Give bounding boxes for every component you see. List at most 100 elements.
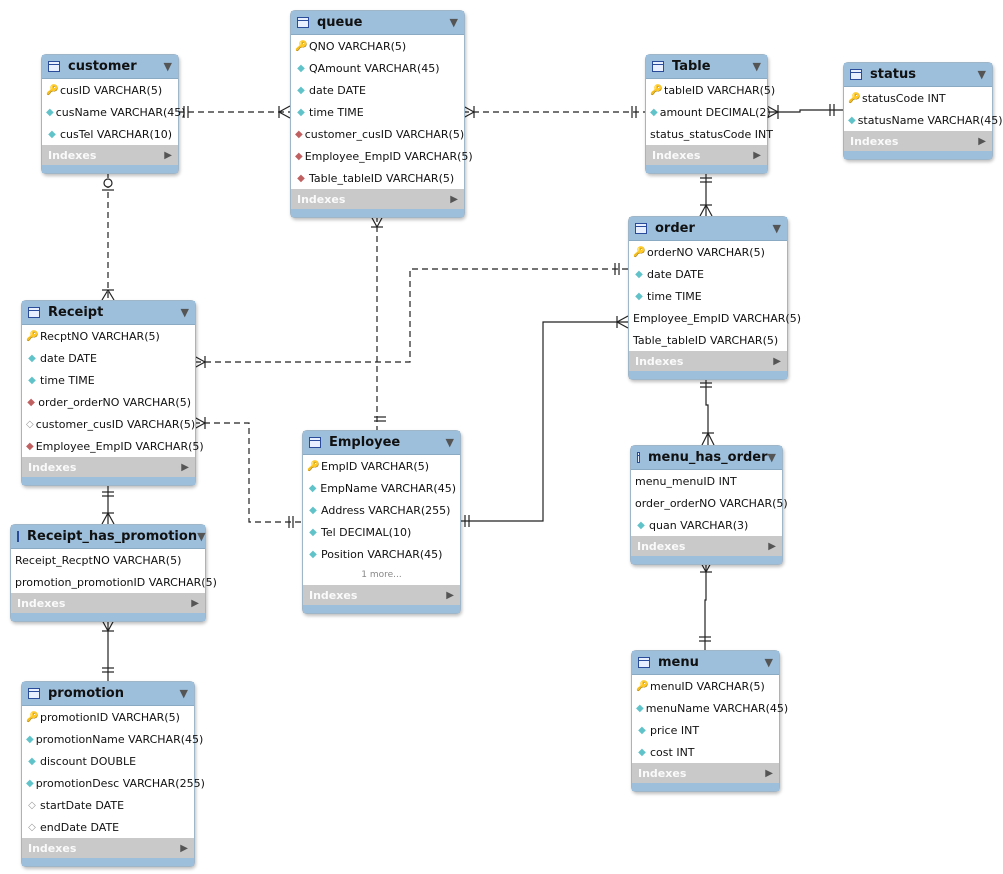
more-columns-link[interactable]: 1 more... <box>361 570 402 580</box>
collapse-caret-icon[interactable]: ▼ <box>449 16 458 29</box>
column-row[interactable]: Receipt_RecptNO VARCHAR(5) <box>11 549 205 571</box>
table-table[interactable]: Table ▼ 🔑tableID VARCHAR(5) ◆amount DECI… <box>645 54 775 174</box>
table-menu[interactable]: menu ▼ 🔑menuID VARCHAR(5) ◆menuName VARC… <box>631 650 788 792</box>
column-row[interactable]: ◆date DATE <box>291 79 464 101</box>
indexes-section[interactable]: Indexes▶ <box>303 585 460 605</box>
table-customer[interactable]: customer ▼ 🔑cusID VARCHAR(5) ◆cusName VA… <box>41 54 186 174</box>
collapse-caret-icon[interactable]: ▼ <box>764 656 773 669</box>
column-row[interactable]: Employee_EmpID VARCHAR(5) <box>629 307 801 329</box>
column-row[interactable]: ◇customer_cusID VARCHAR(5) <box>22 413 195 435</box>
expand-arrow-icon[interactable]: ▶ <box>753 149 761 161</box>
expand-arrow-icon[interactable]: ▶ <box>191 597 199 609</box>
table-header[interactable]: order ▼ <box>629 217 787 241</box>
indexes-section[interactable]: Indexes▶ <box>631 536 782 556</box>
expand-arrow-icon[interactable]: ▶ <box>446 589 454 601</box>
expand-arrow-icon[interactable]: ▶ <box>978 135 986 147</box>
column-row[interactable]: Table_tableID VARCHAR(5) <box>629 329 787 351</box>
column-row[interactable]: 🔑orderNO VARCHAR(5) <box>629 241 787 263</box>
column-row[interactable]: ◆time TIME <box>291 101 464 123</box>
column-row[interactable]: 🔑tableID VARCHAR(5) <box>646 79 775 101</box>
table-employee[interactable]: Employee ▼ 🔑EmpID VARCHAR(5) ◆EmpName VA… <box>302 430 461 614</box>
column-row[interactable]: ◆statusName VARCHAR(45) <box>844 109 1003 131</box>
table-header[interactable]: menu_has_order ▼ <box>631 446 782 470</box>
collapse-caret-icon[interactable]: ▼ <box>772 222 781 235</box>
collapse-caret-icon[interactable]: ▼ <box>752 60 761 73</box>
collapse-caret-icon[interactable]: ▼ <box>163 60 172 73</box>
column-row[interactable]: ◆EmpName VARCHAR(45) <box>303 477 460 499</box>
column-row[interactable]: ◆amount DECIMAL(2) <box>646 101 771 123</box>
table-header[interactable]: menu ▼ <box>632 651 779 675</box>
column-row[interactable]: 🔑cusID VARCHAR(5) <box>42 79 178 101</box>
column-row[interactable]: ◆promotionName VARCHAR(45) <box>22 728 203 750</box>
column-row[interactable]: promotion_promotionID VARCHAR(5) <box>11 571 217 593</box>
expand-arrow-icon[interactable]: ▶ <box>450 193 458 205</box>
column-row[interactable]: ◇startDate DATE <box>22 794 194 816</box>
column-row[interactable]: ◆price INT <box>632 719 779 741</box>
column-row[interactable]: ◆cost INT <box>632 741 779 763</box>
collapse-caret-icon[interactable]: ▼ <box>767 451 776 464</box>
table-header[interactable]: Receipt_has_promotion ▼ <box>11 525 206 549</box>
table-promotion[interactable]: promotion ▼ 🔑promotionID VARCHAR(5) ◆pro… <box>21 681 205 867</box>
column-row[interactable]: ◆discount DOUBLE <box>22 750 194 772</box>
column-row[interactable]: 🔑RecptNO VARCHAR(5) <box>22 325 195 347</box>
indexes-section[interactable]: Indexes▶ <box>629 351 787 371</box>
column-row[interactable]: ◆Employee_EmpID VARCHAR(5) <box>22 435 204 457</box>
column-row[interactable]: ◆QAmount VARCHAR(45) <box>291 57 464 79</box>
expand-arrow-icon[interactable]: ▶ <box>765 767 773 779</box>
indexes-section[interactable]: Indexes▶ <box>22 838 194 858</box>
indexes-section[interactable]: Indexes▶ <box>844 131 992 151</box>
column-row[interactable]: ◆cusName VARCHAR(45) <box>42 101 186 123</box>
table-menu-has-order[interactable]: menu_has_order ▼ menu_menuID INT order_o… <box>630 445 788 565</box>
collapse-caret-icon[interactable]: ▼ <box>179 687 188 700</box>
expand-arrow-icon[interactable]: ▶ <box>773 355 781 367</box>
column-row[interactable]: ◆Tel DECIMAL(10) <box>303 521 460 543</box>
expand-arrow-icon[interactable]: ▶ <box>181 461 189 473</box>
table-header[interactable]: Table ▼ <box>646 55 767 79</box>
column-row[interactable]: ◆quan VARCHAR(3) <box>631 514 782 536</box>
column-row[interactable]: 🔑statusCode INT <box>844 87 992 109</box>
indexes-section[interactable]: Indexes▶ <box>646 145 767 165</box>
column-row[interactable]: ◆date DATE <box>629 263 787 285</box>
column-row[interactable]: menu_menuID INT <box>631 470 782 492</box>
column-row[interactable]: ◆Position VARCHAR(45) <box>303 543 460 565</box>
table-header[interactable]: customer ▼ <box>42 55 178 79</box>
table-order[interactable]: order ▼ 🔑orderNO VARCHAR(5) ◆date DATE ◆… <box>628 216 801 380</box>
column-row[interactable]: 🔑EmpID VARCHAR(5) <box>303 455 460 477</box>
column-row[interactable]: 🔑promotionID VARCHAR(5) <box>22 706 194 728</box>
column-row[interactable]: ◆promotionDesc VARCHAR(255) <box>22 772 205 794</box>
column-row[interactable]: ◇endDate DATE <box>22 816 194 838</box>
indexes-section[interactable]: Indexes▶ <box>22 457 195 477</box>
collapse-caret-icon[interactable]: ▼ <box>197 530 206 543</box>
column-row[interactable]: ◆time TIME <box>22 369 195 391</box>
collapse-caret-icon[interactable]: ▼ <box>977 68 986 81</box>
column-row[interactable]: ◆Address VARCHAR(255) <box>303 499 460 521</box>
column-row[interactable]: ◆Employee_EmpID VARCHAR(5) <box>291 145 473 167</box>
indexes-section[interactable]: Indexes▶ <box>291 189 464 209</box>
table-header[interactable]: Employee ▼ <box>303 431 460 455</box>
table-header[interactable]: promotion ▼ <box>22 682 194 706</box>
column-row[interactable]: ◆cusTel VARCHAR(10) <box>42 123 178 145</box>
expand-arrow-icon[interactable]: ▶ <box>768 540 776 552</box>
indexes-section[interactable]: Indexes▶ <box>11 593 205 613</box>
collapse-caret-icon[interactable]: ▼ <box>445 436 454 449</box>
table-queue[interactable]: queue ▼ 🔑QNO VARCHAR(5) ◆QAmount VARCHAR… <box>290 10 473 218</box>
collapse-caret-icon[interactable]: ▼ <box>180 306 189 319</box>
column-row[interactable]: 🔑menuID VARCHAR(5) <box>632 675 779 697</box>
column-row[interactable]: ◆customer_cusID VARCHAR(5) <box>291 123 464 145</box>
table-receipt[interactable]: Receipt ▼ 🔑RecptNO VARCHAR(5) ◆date DATE… <box>21 300 204 486</box>
column-row[interactable]: order_orderNO VARCHAR(5) <box>631 492 788 514</box>
column-row[interactable]: 🔑QNO VARCHAR(5) <box>291 35 464 57</box>
indexes-section[interactable]: Indexes▶ <box>42 145 178 165</box>
expand-arrow-icon[interactable]: ▶ <box>180 842 188 854</box>
table-header[interactable]: queue ▼ <box>291 11 464 35</box>
column-row[interactable]: ◆date DATE <box>22 347 195 369</box>
column-row[interactable]: status_statusCode INT <box>646 123 773 145</box>
table-header[interactable]: status ▼ <box>844 63 992 87</box>
expand-arrow-icon[interactable]: ▶ <box>164 149 172 161</box>
column-row[interactable]: ◆menuName VARCHAR(45) <box>632 697 788 719</box>
column-row[interactable]: ◆order_orderNO VARCHAR(5) <box>22 391 195 413</box>
column-row[interactable]: ◆time TIME <box>629 285 787 307</box>
table-status[interactable]: status ▼ 🔑statusCode INT ◆statusName VAR… <box>843 62 1003 160</box>
column-row[interactable]: ◆Table_tableID VARCHAR(5) <box>291 167 464 189</box>
indexes-section[interactable]: Indexes▶ <box>632 763 779 783</box>
